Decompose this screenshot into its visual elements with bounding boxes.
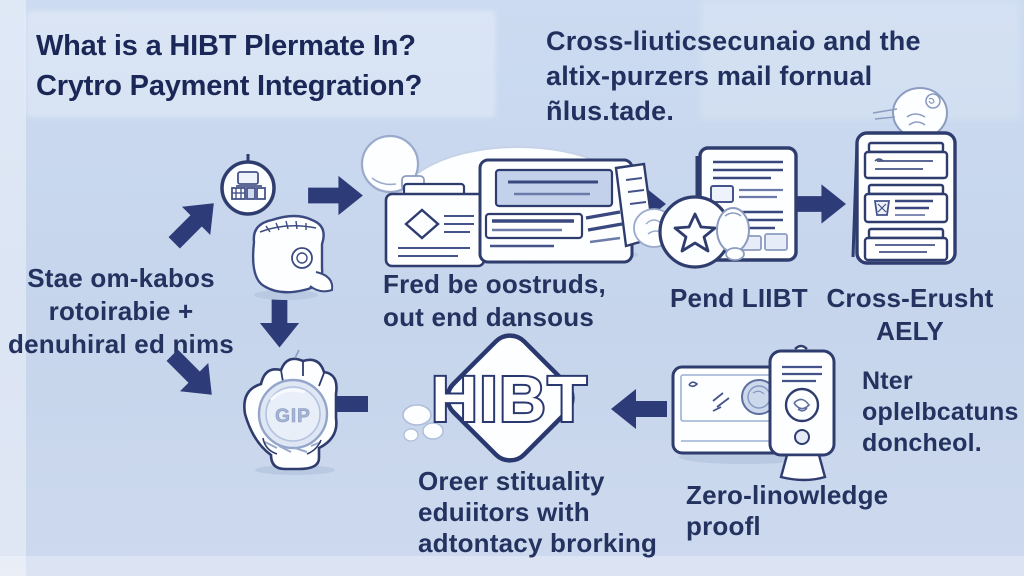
label-line: AELY — [876, 316, 944, 346]
intro-line: ñlus.tade. — [546, 96, 675, 126]
arrow-down-icon — [255, 292, 305, 348]
label-line: Cross-Erusht — [826, 283, 994, 313]
label-line: Stae om-kabos — [27, 263, 215, 293]
label-pend: Pend LIIBT — [670, 282, 808, 315]
label-line: adtontacy brorking — [418, 528, 658, 558]
label-zero: Zero-linowledge proofl — [686, 480, 888, 542]
arrow-down-right-icon — [156, 339, 228, 411]
page-title: What is a HIBT Plermate In? Crytro Payme… — [36, 26, 422, 106]
machine-circle-icon — [216, 148, 280, 220]
label-tokens: Stae om-kabos rotoirabie + denuhiral ed … — [6, 262, 236, 361]
label-line: Fred be oostruds, — [383, 269, 606, 299]
arrow-up-right-icon — [158, 187, 230, 259]
arrow-right-icon — [791, 181, 846, 227]
list-panel-icon — [845, 85, 965, 270]
hibt-logo-text: HIBT — [431, 363, 588, 435]
label-line: rotoirabie + — [48, 296, 194, 326]
label-line: Pend LIIBT — [670, 283, 808, 313]
label-line: Oreer stituality — [418, 466, 605, 496]
certificate-star-icon — [645, 130, 805, 270]
label-line: Zero-linowledge — [686, 480, 889, 510]
label-line: proofl — [686, 511, 761, 541]
label-line: denuhiral ed nims — [8, 329, 234, 359]
label-line: eduiitors with — [418, 497, 590, 527]
title-line: What is a HIBT Plermate In? — [36, 30, 416, 62]
intro-line: Cross-liuticsecunaio and the — [546, 26, 921, 56]
label-order: Oreer stituality eduiitors with adtontac… — [418, 466, 657, 559]
robot-blob-icon — [236, 202, 340, 302]
hibt-diamond-logo: HIBT — [395, 333, 625, 470]
intro-line: altix-purzers mail fornual — [546, 61, 873, 91]
arrow-left-icon — [611, 386, 667, 432]
hand-coin-icon: GIP — [225, 342, 365, 477]
label-line: oplelbcatuns — [862, 398, 1019, 426]
label-nter: Nter oplelbcatuns doncheol. — [862, 366, 1019, 459]
arrow-right-icon — [308, 173, 363, 218]
documents-cluster-icon — [358, 120, 675, 270]
title-line: Crytro Payment Integration? — [36, 70, 423, 102]
label-line: Nter — [862, 367, 913, 395]
label-cross: Cross-Erusht AELY — [824, 282, 996, 348]
label-line: out end dansous — [383, 302, 594, 332]
card-tablet-icon — [655, 344, 855, 485]
intro-text: Cross-liuticsecunaio and the altix-purze… — [546, 24, 921, 129]
coin-text: GIP — [275, 406, 311, 427]
background-band — [0, 556, 1024, 576]
label-contracts: Fred be oostruds, out end dansous — [383, 268, 606, 334]
label-line: doncheol. — [862, 429, 982, 457]
